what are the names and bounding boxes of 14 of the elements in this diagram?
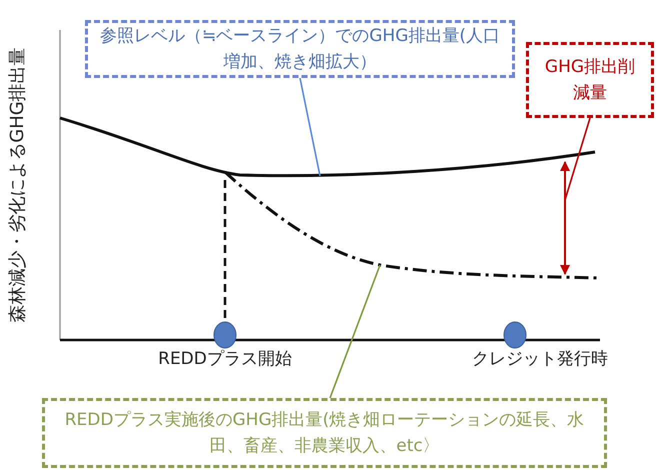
callout-box [42, 398, 607, 468]
callout-text: REDDプラス実施後のGHG排出量(焼き畑ローテーションの延長、水田、畜産、非農業収入、etc〉 [64, 409, 586, 458]
callout-box [526, 42, 654, 118]
axis-label: クレジット発行時 [472, 348, 608, 370]
axis-title: 森林減少・劣化によるGHG排出量 [6, 47, 29, 323]
axis-label: REDDプラス開始 [158, 348, 292, 370]
callout-text: 参照レベル（≒ベースライン）でのGHG排出量(人口増加、焼き畑拡大） [98, 25, 502, 74]
callout-box [85, 20, 515, 78]
callout-text: GHG排出削減量 [544, 56, 636, 105]
double-arrow [560, 161, 570, 275]
leader-line [329, 264, 381, 398]
baseline-curve [60, 116, 596, 178]
leader-line [299, 78, 321, 176]
leader-line [564, 118, 591, 200]
